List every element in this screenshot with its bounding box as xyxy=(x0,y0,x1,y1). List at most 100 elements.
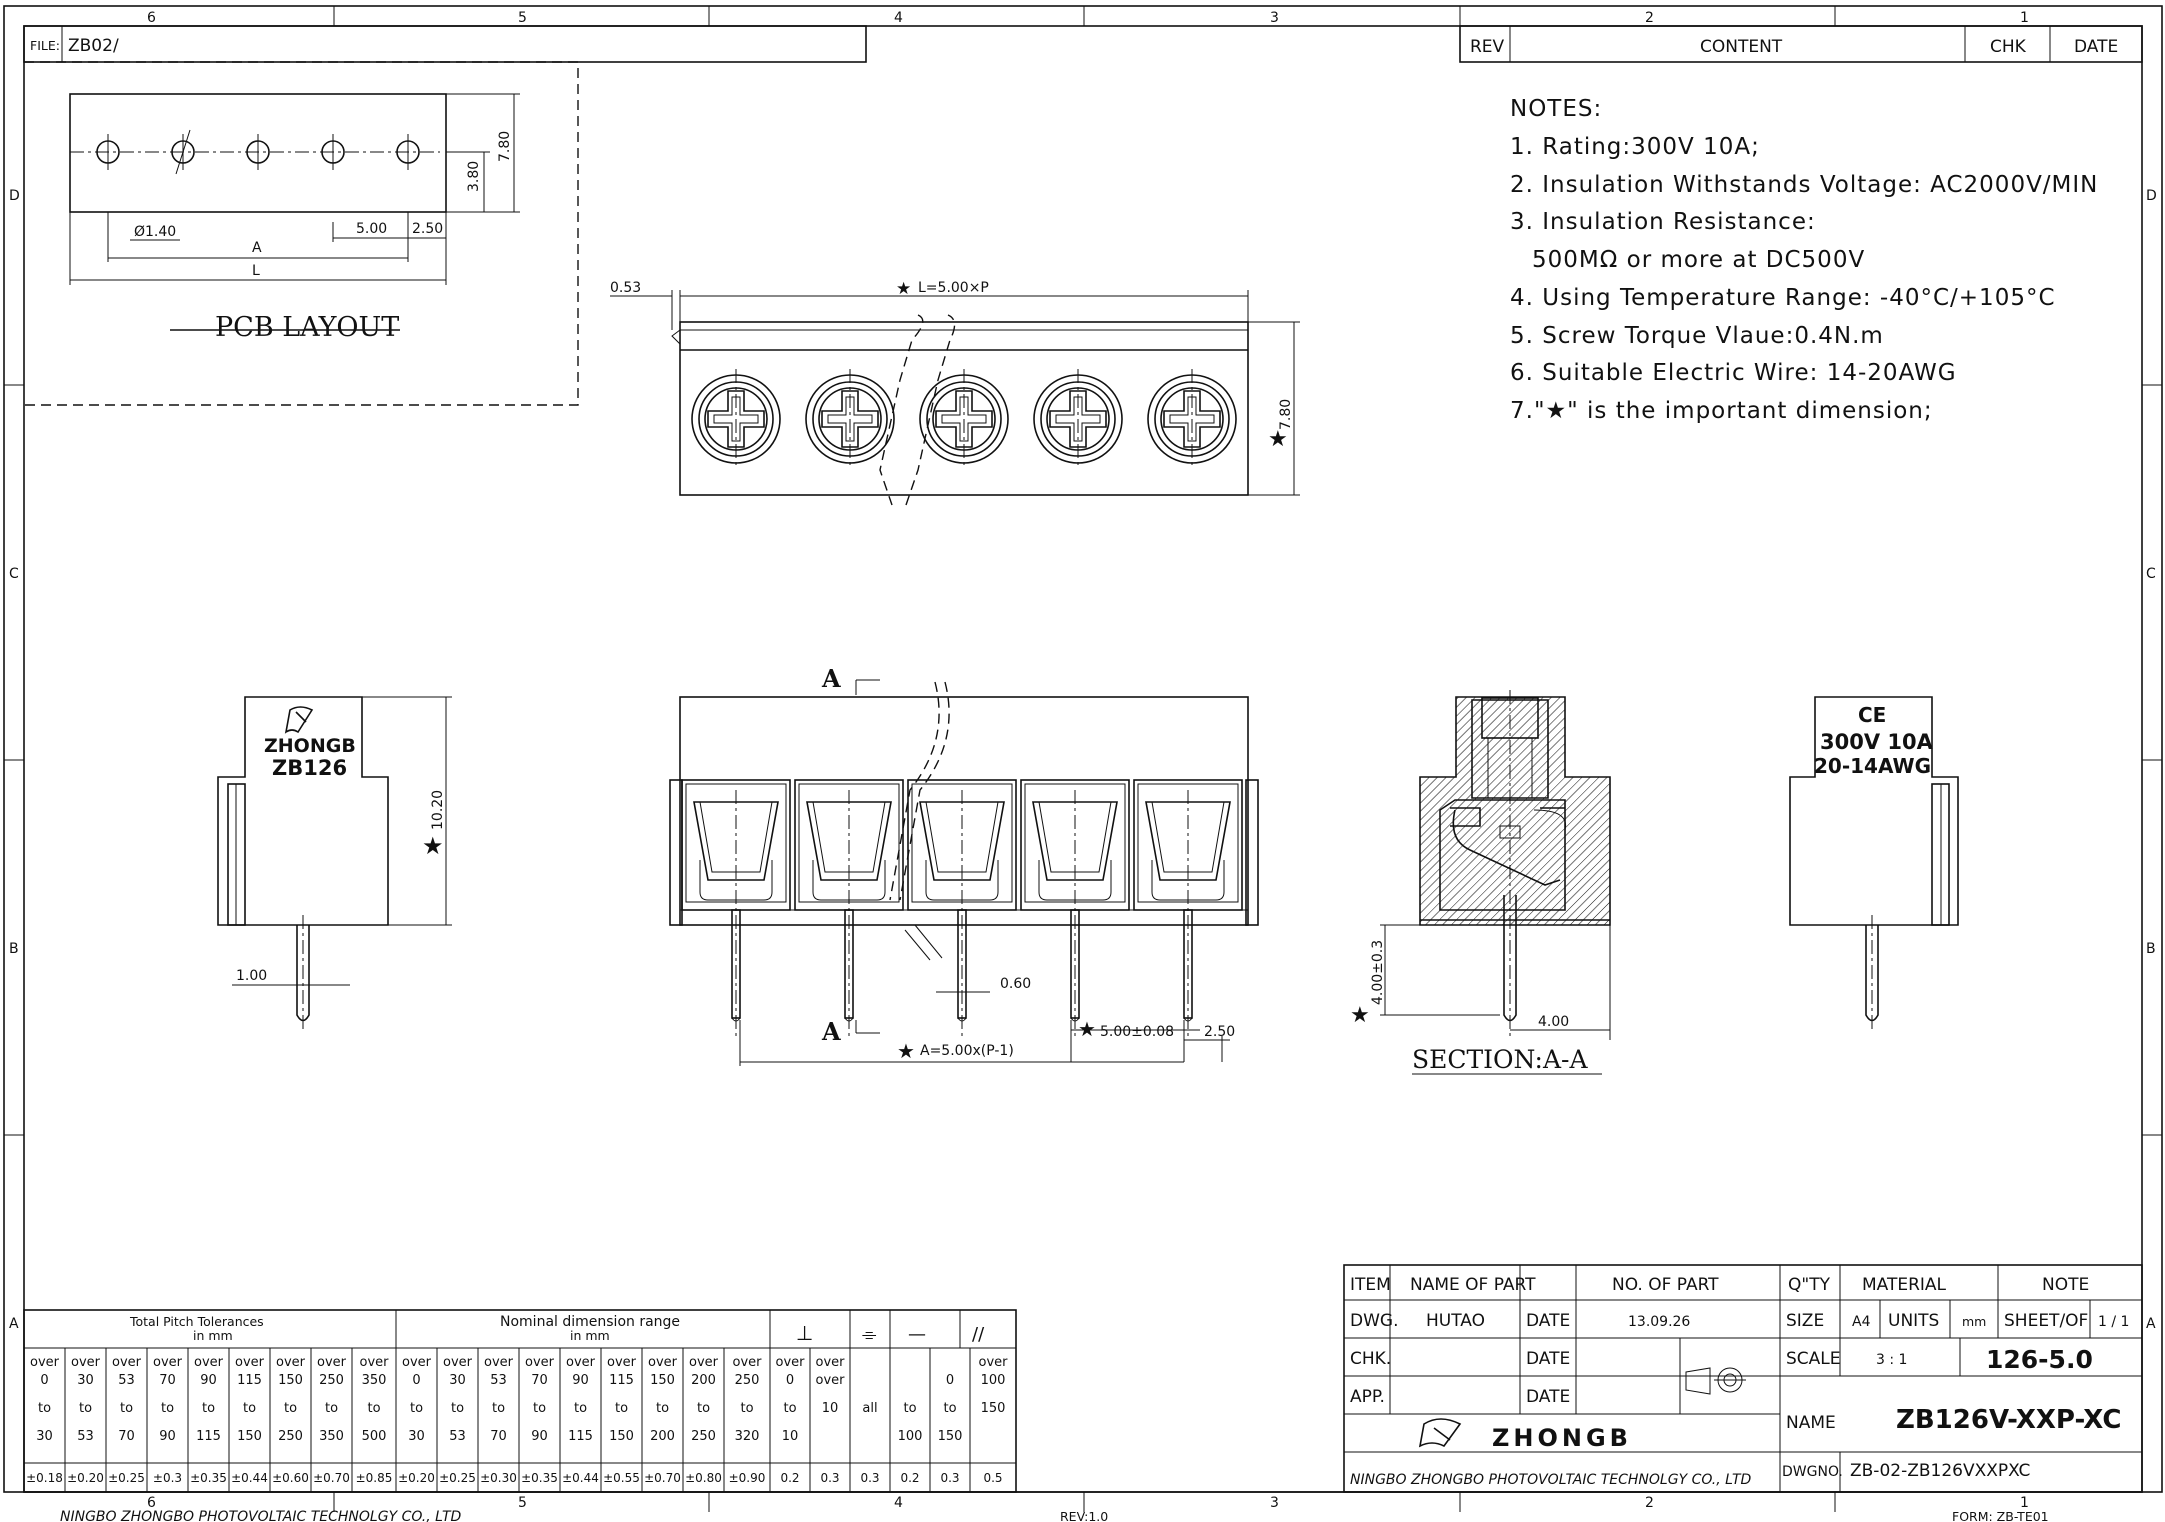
tol-value-cell: ±0.44 xyxy=(562,1471,599,1485)
pcb-dim-a: A xyxy=(252,240,262,256)
tol-to-cell: 53 xyxy=(449,1429,466,1444)
star-icon: ★ xyxy=(422,832,444,860)
tol-to-cell: 320 xyxy=(735,1429,760,1444)
tol-from-cell: 350 xyxy=(362,1373,387,1388)
front-view: ★ ★ xyxy=(669,679,1259,1066)
file-box xyxy=(23,25,867,63)
pitch-tol-title: Total Pitch Tolerances xyxy=(129,1314,264,1329)
tol-to-cell: 70 xyxy=(490,1429,507,1444)
star-icon: ★ xyxy=(1350,1003,1370,1028)
tol-over-cell: over xyxy=(30,1355,60,1370)
tol-value-cell: ±0.18 xyxy=(26,1471,63,1485)
tol-from-cell: 115 xyxy=(609,1373,634,1388)
tol-over-cell: over xyxy=(402,1355,432,1370)
section-mark-bottom: A xyxy=(821,1017,841,1046)
zone-bottom-3: 3 xyxy=(1270,1495,1279,1511)
tol-to-word-cell: to xyxy=(38,1401,51,1416)
tb-date-label-2: DATE xyxy=(1526,1349,1570,1369)
tol-to-word-cell: 150 xyxy=(981,1401,1006,1416)
tol-to-word-cell: to xyxy=(120,1401,133,1416)
pcb-dim-h2: 7.80 xyxy=(497,131,513,162)
note-6: 6. Suitable Electric Wire: 14-20AWG xyxy=(1510,360,1957,386)
tol-from-cell: 200 xyxy=(691,1373,716,1388)
tol-to-word-cell: to xyxy=(574,1401,587,1416)
tol-to-cell: 350 xyxy=(319,1429,344,1444)
tb-name-value: ZB126V-XXP-XC xyxy=(1896,1405,2121,1435)
zone-right-b: B xyxy=(2146,941,2156,957)
top-view: ★ ★ xyxy=(610,279,1300,506)
zone-left-d: D xyxy=(9,188,20,204)
tolerance-table xyxy=(23,1309,1017,1493)
tol-over-cell: over xyxy=(194,1355,224,1370)
rev-header: REV xyxy=(1470,37,1505,57)
tb-material: MATERIAL xyxy=(1862,1275,1947,1295)
tb-date-label-3: DATE xyxy=(1526,1387,1570,1407)
zhongbo-logo-icon xyxy=(1418,1418,1462,1448)
tb-drawer: HUTAO xyxy=(1426,1311,1485,1331)
top-dim-offset: 0.53 xyxy=(610,280,641,296)
tol-from-cell: 70 xyxy=(159,1373,176,1388)
tol-from-cell: 100 xyxy=(981,1373,1006,1388)
tol-over-cell: over xyxy=(979,1355,1009,1370)
tol-from-cell: 90 xyxy=(572,1373,589,1388)
tb-part: 126-5.0 xyxy=(1986,1345,2093,1374)
tol-over-cell: over xyxy=(648,1355,678,1370)
nominal-title: Nominal dimension range xyxy=(500,1314,680,1330)
tb-scale: SCALE xyxy=(1786,1349,1841,1369)
right-side-view xyxy=(1789,696,1959,1030)
tol-from-cell: 30 xyxy=(449,1373,466,1388)
tol-from-cell: 150 xyxy=(650,1373,675,1388)
tol-value-cell: ±0.25 xyxy=(108,1471,145,1485)
tol-over-cell: over xyxy=(776,1355,806,1370)
tol-value-cell: ±0.55 xyxy=(603,1471,640,1485)
tol-to-word-cell: to xyxy=(410,1401,423,1416)
tol-from-cell: 70 xyxy=(531,1373,548,1388)
tol-to-cell: 500 xyxy=(362,1429,387,1444)
zone-bottom-5: 5 xyxy=(518,1495,527,1511)
tol-to-cell: 150 xyxy=(938,1429,963,1444)
parallel-symbol: // xyxy=(972,1324,985,1345)
tol-value-cell: ±0.25 xyxy=(439,1471,476,1485)
zone-bottom-4: 4 xyxy=(894,1495,903,1511)
title-block xyxy=(1343,1264,2143,1493)
tol-to-word-cell: to xyxy=(740,1401,753,1416)
section-dim-pin-w: 4.00 xyxy=(1538,1014,1569,1030)
section-mark-top: A xyxy=(821,664,841,693)
tol-to-cell: 115 xyxy=(196,1429,221,1444)
chk-header: CHK xyxy=(1990,37,2027,57)
tol-over-cell: over xyxy=(525,1355,555,1370)
tb-scale-value: 3 : 1 xyxy=(1876,1352,1907,1368)
zone-top-6: 6 xyxy=(147,10,156,26)
tol-to-word-cell: to xyxy=(451,1401,464,1416)
nominal-unit: in mm xyxy=(570,1328,610,1343)
content-header: CONTENT xyxy=(1700,37,1783,57)
tol-value-cell: 0.3 xyxy=(820,1471,839,1485)
zone-top-4: 4 xyxy=(894,10,903,26)
footer-rev: REV:1.0 xyxy=(1060,1509,1108,1522)
tol-to-cell: 90 xyxy=(531,1429,548,1444)
side-brand: ZHONGB xyxy=(264,735,356,757)
tol-over-cell: over xyxy=(484,1355,514,1370)
tol-to-word-cell: to xyxy=(903,1401,916,1416)
perpendicular-symbol: ⊥ xyxy=(796,1321,813,1345)
top-dim-length: L=5.00×P xyxy=(918,280,989,296)
tb-name-of-part: NAME OF PART xyxy=(1410,1275,1536,1295)
tol-value-cell: ±0.70 xyxy=(313,1471,350,1485)
zone-bottom-2: 2 xyxy=(1645,1495,1654,1511)
tol-from-cell: over xyxy=(816,1373,846,1388)
inner-border xyxy=(23,25,2143,1493)
front-dim-pitch: 5.00±0.08 xyxy=(1100,1024,1174,1040)
note-5: 5. Screw Torque Vlaue:0.4N.m xyxy=(1510,323,1884,349)
note-2: 2. Insulation Withstands Voltage: AC2000… xyxy=(1510,172,2098,198)
tol-from-cell: 0 xyxy=(786,1373,794,1388)
star-icon: ★ xyxy=(1078,1017,1096,1041)
tol-value-cell: ±0.44 xyxy=(231,1471,268,1485)
tol-to-cell: 70 xyxy=(118,1429,135,1444)
tb-sheet: SHEET/OF xyxy=(2004,1311,2088,1331)
tol-to-word-cell: to xyxy=(656,1401,669,1416)
notes-block: NOTES: 1. Rating:300V 10A; 2. Insulation… xyxy=(1510,96,2098,424)
tol-value-cell: 0.3 xyxy=(860,1471,879,1485)
tol-value-cell: 0.5 xyxy=(983,1471,1002,1485)
tol-over-cell: over xyxy=(317,1355,347,1370)
